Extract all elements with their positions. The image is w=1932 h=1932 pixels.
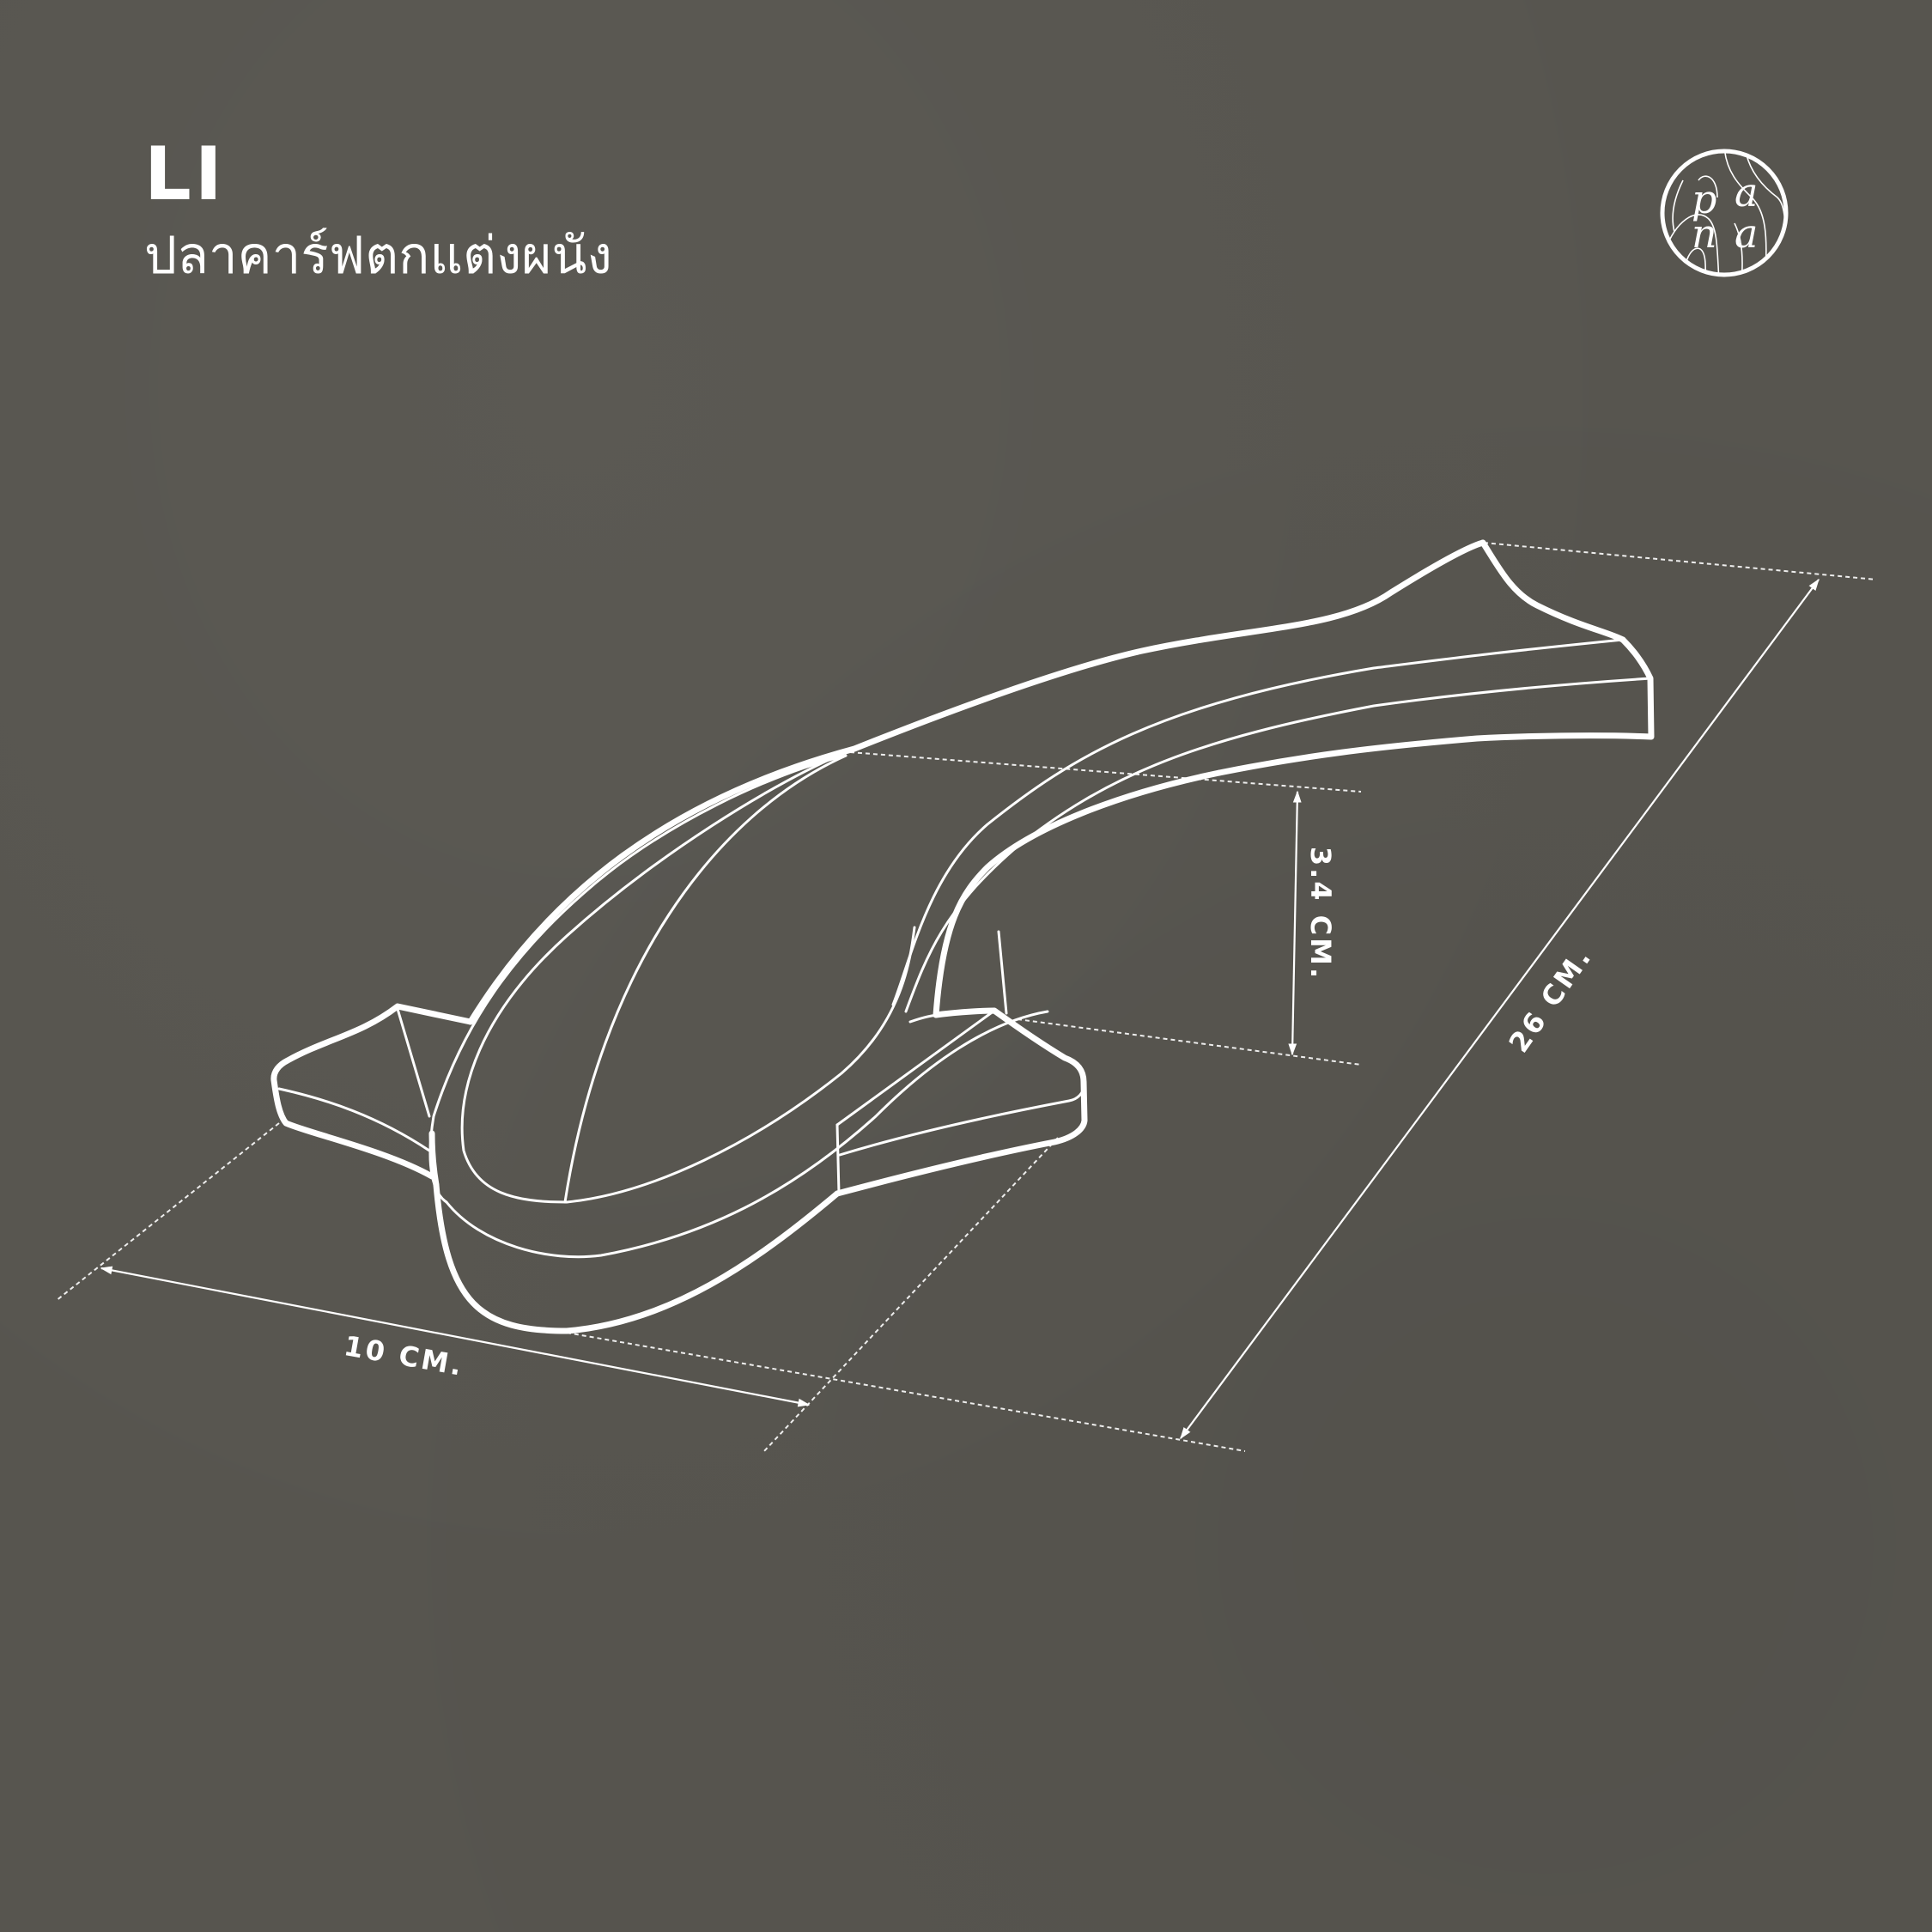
logo-letter-p: p: [1692, 176, 1716, 222]
product-code: LI: [144, 131, 226, 217]
logo-letter-a2: a: [1735, 210, 1758, 257]
hook-detail-lines: [277, 638, 1652, 1259]
width-dimension-arrow: [100, 1266, 811, 1407]
dimension-arrows: [100, 578, 1820, 1440]
hook-outline: [270, 539, 1655, 1334]
brand-logo-icon: p a n a: [1660, 149, 1789, 277]
height-dimension-label: 3.4 CM.: [1304, 846, 1338, 981]
length-dimension-arrow: [1180, 578, 1820, 1440]
logo-letter-a: a: [1735, 169, 1758, 216]
title-block: LI ปลาคาร์ฟตกแต่งผนัง: [144, 137, 612, 282]
dimension-guides: [55, 542, 1877, 1452]
product-name: ปลาคาร์ฟตกแต่งผนัง: [144, 226, 612, 286]
logo-letter-n: n: [1692, 210, 1717, 257]
height-dimension-arrow: [1288, 790, 1302, 1056]
